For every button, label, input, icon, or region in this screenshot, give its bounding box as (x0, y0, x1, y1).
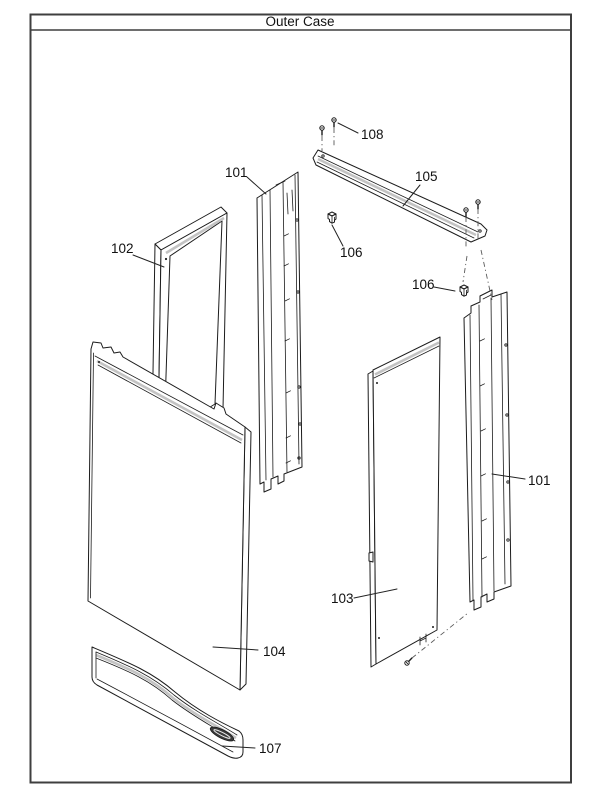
page-title: Outer Case (265, 14, 334, 29)
rail-right-slot-ticks (479, 338, 487, 560)
side-panel-notch (368, 551, 374, 563)
part-101-rail-right (463, 289, 512, 611)
part-106-clip-right (459, 284, 469, 297)
part-106-clip-left (327, 211, 337, 224)
callout-labels: 108 105 101 106 102 106 101 103 104 107 (111, 127, 551, 756)
leader-101-right (491, 473, 526, 480)
part-label-103: 103 (331, 591, 354, 606)
part-label-104: 104 (263, 644, 286, 659)
leader-108 (337, 122, 359, 134)
part-102-frame (151, 206, 228, 444)
leader-105 (402, 184, 421, 207)
part-104-front-panel (87, 341, 252, 691)
part-101-rail-left (256, 171, 303, 493)
part-107-kick-strip (91, 646, 244, 759)
page-border: Outer Case (29, 13, 572, 784)
part-label-101-left: 101 (225, 165, 248, 180)
part-label-102: 102 (111, 241, 134, 256)
part-103-side-panel (367, 336, 441, 668)
kick-strip-slot (209, 726, 235, 742)
screw-right-a (463, 207, 469, 218)
screw-108-a (319, 125, 325, 136)
part-label-106-right: 106 (412, 277, 435, 292)
part-label-106-left: 106 (340, 245, 363, 260)
leader-102 (132, 254, 165, 268)
leader-101-left (246, 176, 267, 195)
part-label-107: 107 (259, 741, 282, 756)
part-label-105: 105 (415, 169, 438, 184)
part-105-top-trim (312, 149, 488, 243)
part-label-108: 108 (361, 127, 384, 142)
leader-106-right (433, 286, 456, 292)
leader-107 (221, 745, 256, 749)
rail-left-holes (295, 218, 302, 460)
leader-104 (212, 646, 259, 651)
leader-103 (353, 588, 398, 599)
part-label-101-right: 101 (528, 473, 551, 488)
rail-left-slot-ticks (283, 233, 291, 464)
rail-right-holes (504, 343, 510, 542)
assembly-guide-lines (321, 128, 493, 659)
screw-right-b (475, 199, 481, 210)
callout-leaders (132, 122, 526, 749)
screw-108-b (331, 117, 337, 128)
leader-106-left (331, 224, 344, 247)
